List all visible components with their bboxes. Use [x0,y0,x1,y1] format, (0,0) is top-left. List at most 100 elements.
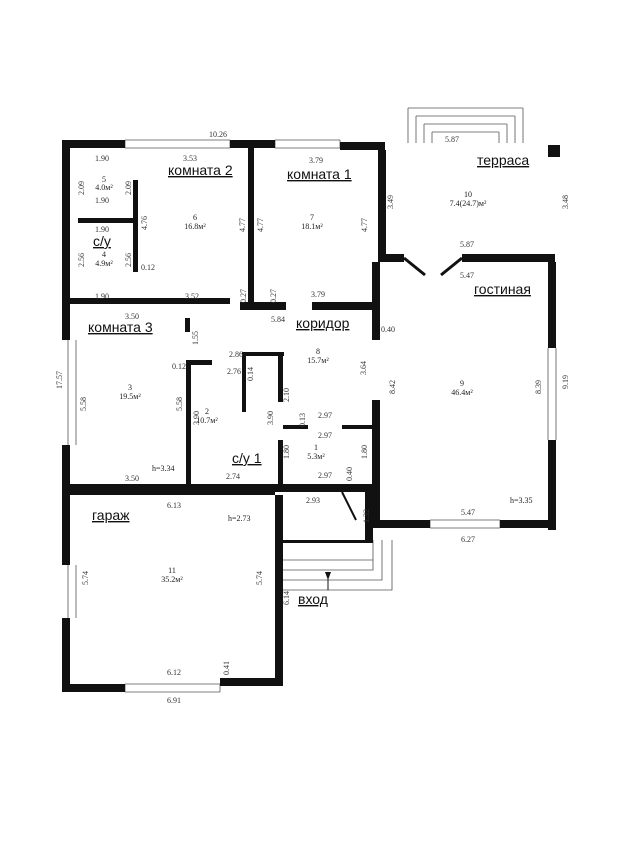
dim-label: 0.13 [298,413,307,427]
room-6-area: 16.8м² [184,222,206,231]
label-vhod: вход [298,591,328,607]
room-8-area: 15.7м² [307,356,329,365]
dim-label: 0.40 [345,467,354,481]
dim-label: 2.10 [282,388,291,402]
label-koridor: коридор [296,315,350,331]
dim-label: 3.49 [386,195,395,209]
dim-label: 2.56 [77,253,86,267]
dim-label: 2.56 [124,253,133,267]
label-komnata-3: комната 3 [88,319,153,335]
room-areas: 5 4.0м² 6 16.8м² 7 18.1м² 10 7.4(24.7)м²… [95,175,487,584]
room-9-number: 9 [460,379,464,388]
room-1-number: 1 [314,443,318,452]
dim-label: 4.76 [140,216,149,230]
room-9-area: 46.4м² [451,388,473,397]
dim-label: 2.97 [318,411,332,420]
dim-label: 5.74 [81,571,90,585]
dim-label: 3.50 [125,474,139,483]
room-10-number: 10 [464,190,472,199]
vertical-dimension-labels: 2.09 2.09 4.76 4.77 4.77 4.77 3.49 3.48 … [55,181,570,675]
room-8-number: 8 [316,347,320,356]
height-living: h=3.35 [510,496,533,505]
dim-label: 4.77 [238,218,247,232]
dim-label: 2.74 [226,472,240,481]
dim-label: 9.19 [561,375,570,389]
room-11-area: 35.2м² [161,575,183,584]
dim-label: 5.87 [460,240,474,249]
dim-label: 5.47 [461,508,475,517]
dim-label: 2.97 [318,471,332,480]
room-4-number: 4 [102,250,106,259]
room-3-area: 19.5м² [119,392,141,401]
dim-label: 0.40 [381,325,395,334]
dim-label: 5.74 [255,571,264,585]
dim-label: 1.55 [191,331,200,345]
dim-label: 2.86 [229,350,243,359]
dim-label: 3.90 [266,411,275,425]
dim-label: 6.91 [167,696,181,705]
dim-label: 2.09 [124,181,133,195]
dim-label: 3.64 [359,361,368,375]
room-11-number: 11 [168,566,176,575]
label-terrasa: терраса [477,152,529,168]
dim-label: 1.90 [95,292,109,301]
dim-label: 3.79 [309,156,323,165]
room-3-number: 3 [128,383,132,392]
dim-label: 1.90 [95,196,109,205]
room-6-number: 6 [193,213,197,222]
room-1-area: 5.3м² [307,452,325,461]
room-4-area: 4.9м² [95,259,113,268]
dim-label: 2.09 [77,181,86,195]
dim-label: 0.41 [222,661,231,675]
dim-label: 5.87 [445,135,459,144]
label-gostinaya: гостиная [474,281,531,297]
room-5-number: 5 [102,175,106,184]
label-su: с/у [93,233,111,249]
dim-label: 1.32 [362,509,371,523]
dim-label: 4.77 [256,218,265,232]
height-garage: h=2.73 [228,514,251,523]
dim-label: 0.12 [172,362,186,371]
dim-label: 8.39 [534,380,543,394]
dim-label: 6.14 [282,591,291,605]
dim-label: 1.80 [360,445,369,459]
label-komnata-1: комната 1 [287,166,352,182]
room-2-number: 2 [205,407,209,416]
dimension-labels: 10.26 5.87 1.90 3.53 3.79 1.90 1.90 0.12… [95,130,475,705]
dim-label: 2.97 [318,431,332,440]
room-7-area: 18.1м² [301,222,323,231]
label-su-1: с/у 1 [232,450,262,466]
dim-label: 1.90 [95,225,109,234]
dim-label: 3.79 [311,290,325,299]
dim-label: 5.58 [175,397,184,411]
dim-label: 6.27 [461,535,475,544]
dim-label: 6.13 [167,501,181,510]
dim-label: 0.27 [269,289,278,303]
walls [62,140,560,692]
dim-label: 5.58 [79,397,88,411]
room-5-area: 4.0м² [95,183,113,192]
terrace-steps [407,107,524,143]
dim-label: 1.90 [95,154,109,163]
dim-label: 8.42 [388,380,397,394]
dim-label: 1.80 [282,445,291,459]
dim-label: 3.48 [561,195,570,209]
dim-label: 0.27 [239,289,248,303]
label-komnata-2: комната 2 [168,162,233,178]
room-2-area: 10.7м² [196,416,218,425]
label-garazh: гараж [92,507,130,523]
dim-label: 3.52 [185,292,199,301]
height-room-3: h=3.34 [152,464,175,473]
dim-label: 10.26 [209,130,227,139]
entrance-steps [283,540,393,591]
dim-label: 2.93 [306,496,320,505]
dim-label: 17.57 [55,371,64,389]
dim-label: 5.47 [460,271,474,280]
dim-label: 3.90 [192,411,201,425]
room-10-area: 7.4(24.7)м² [450,199,487,208]
dim-label: 5.84 [271,315,285,324]
dim-label: 2.76 [227,367,241,376]
dim-label: 3.50 [125,312,139,321]
dim-label: 3.53 [183,154,197,163]
